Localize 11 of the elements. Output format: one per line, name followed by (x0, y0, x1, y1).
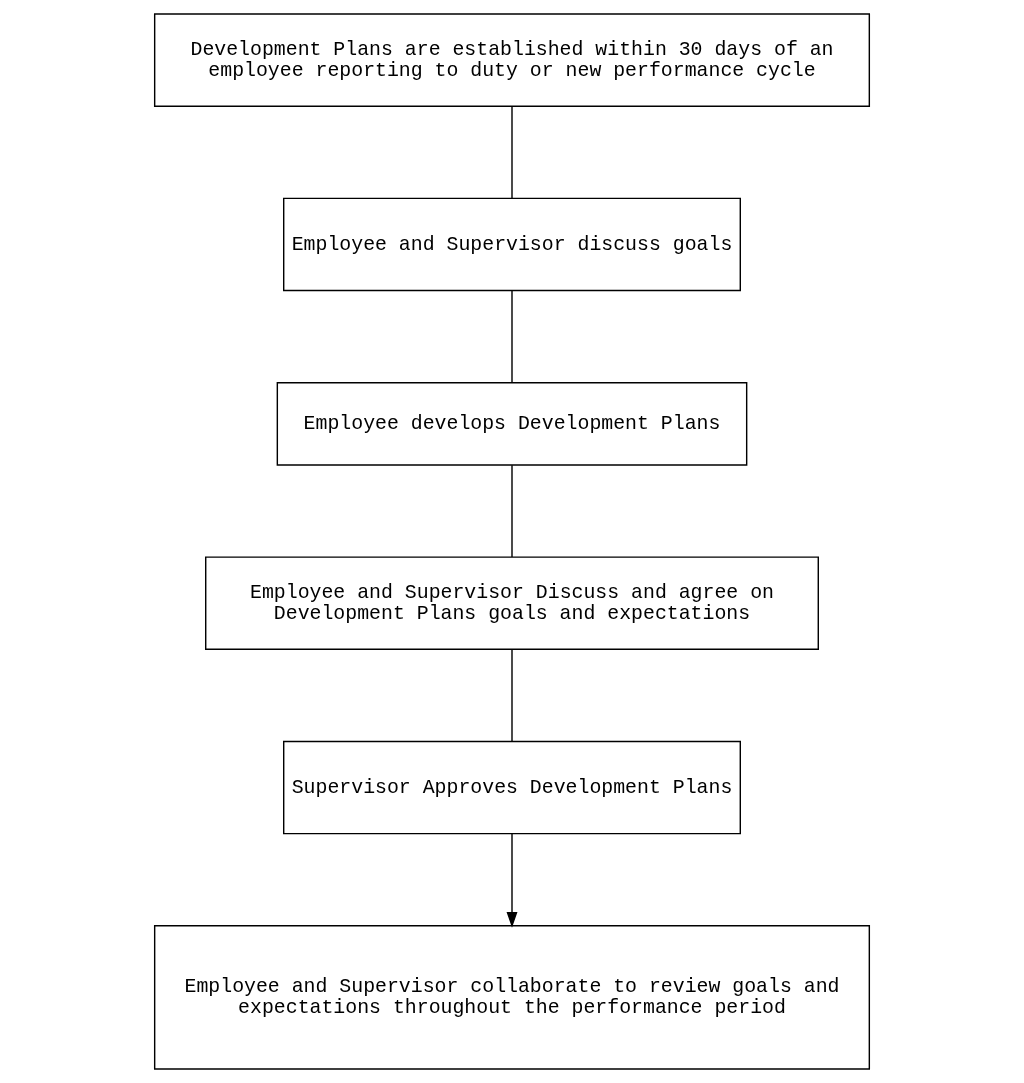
node-box: Employee develops Development Plans (276, 382, 748, 466)
node-box: Employee and Supervisor Discuss and agree on Development Plans goals and expectations (205, 556, 819, 650)
connector (511, 105, 513, 199)
node-box: Development Plans are established within 30 days of an employee reporting to duty or new performance cycle (153, 13, 871, 107)
node-box: Supervisor Approves Development Plans (283, 740, 741, 835)
arrow (506, 833, 518, 928)
node-box: Employee and Supervisor collaborate to review goals and expectations throughout the performance period (153, 925, 871, 1070)
connector (511, 464, 513, 558)
node-box: Employee and Supervisor discuss goals (283, 197, 741, 292)
connector (511, 648, 513, 742)
connector (511, 290, 513, 383)
